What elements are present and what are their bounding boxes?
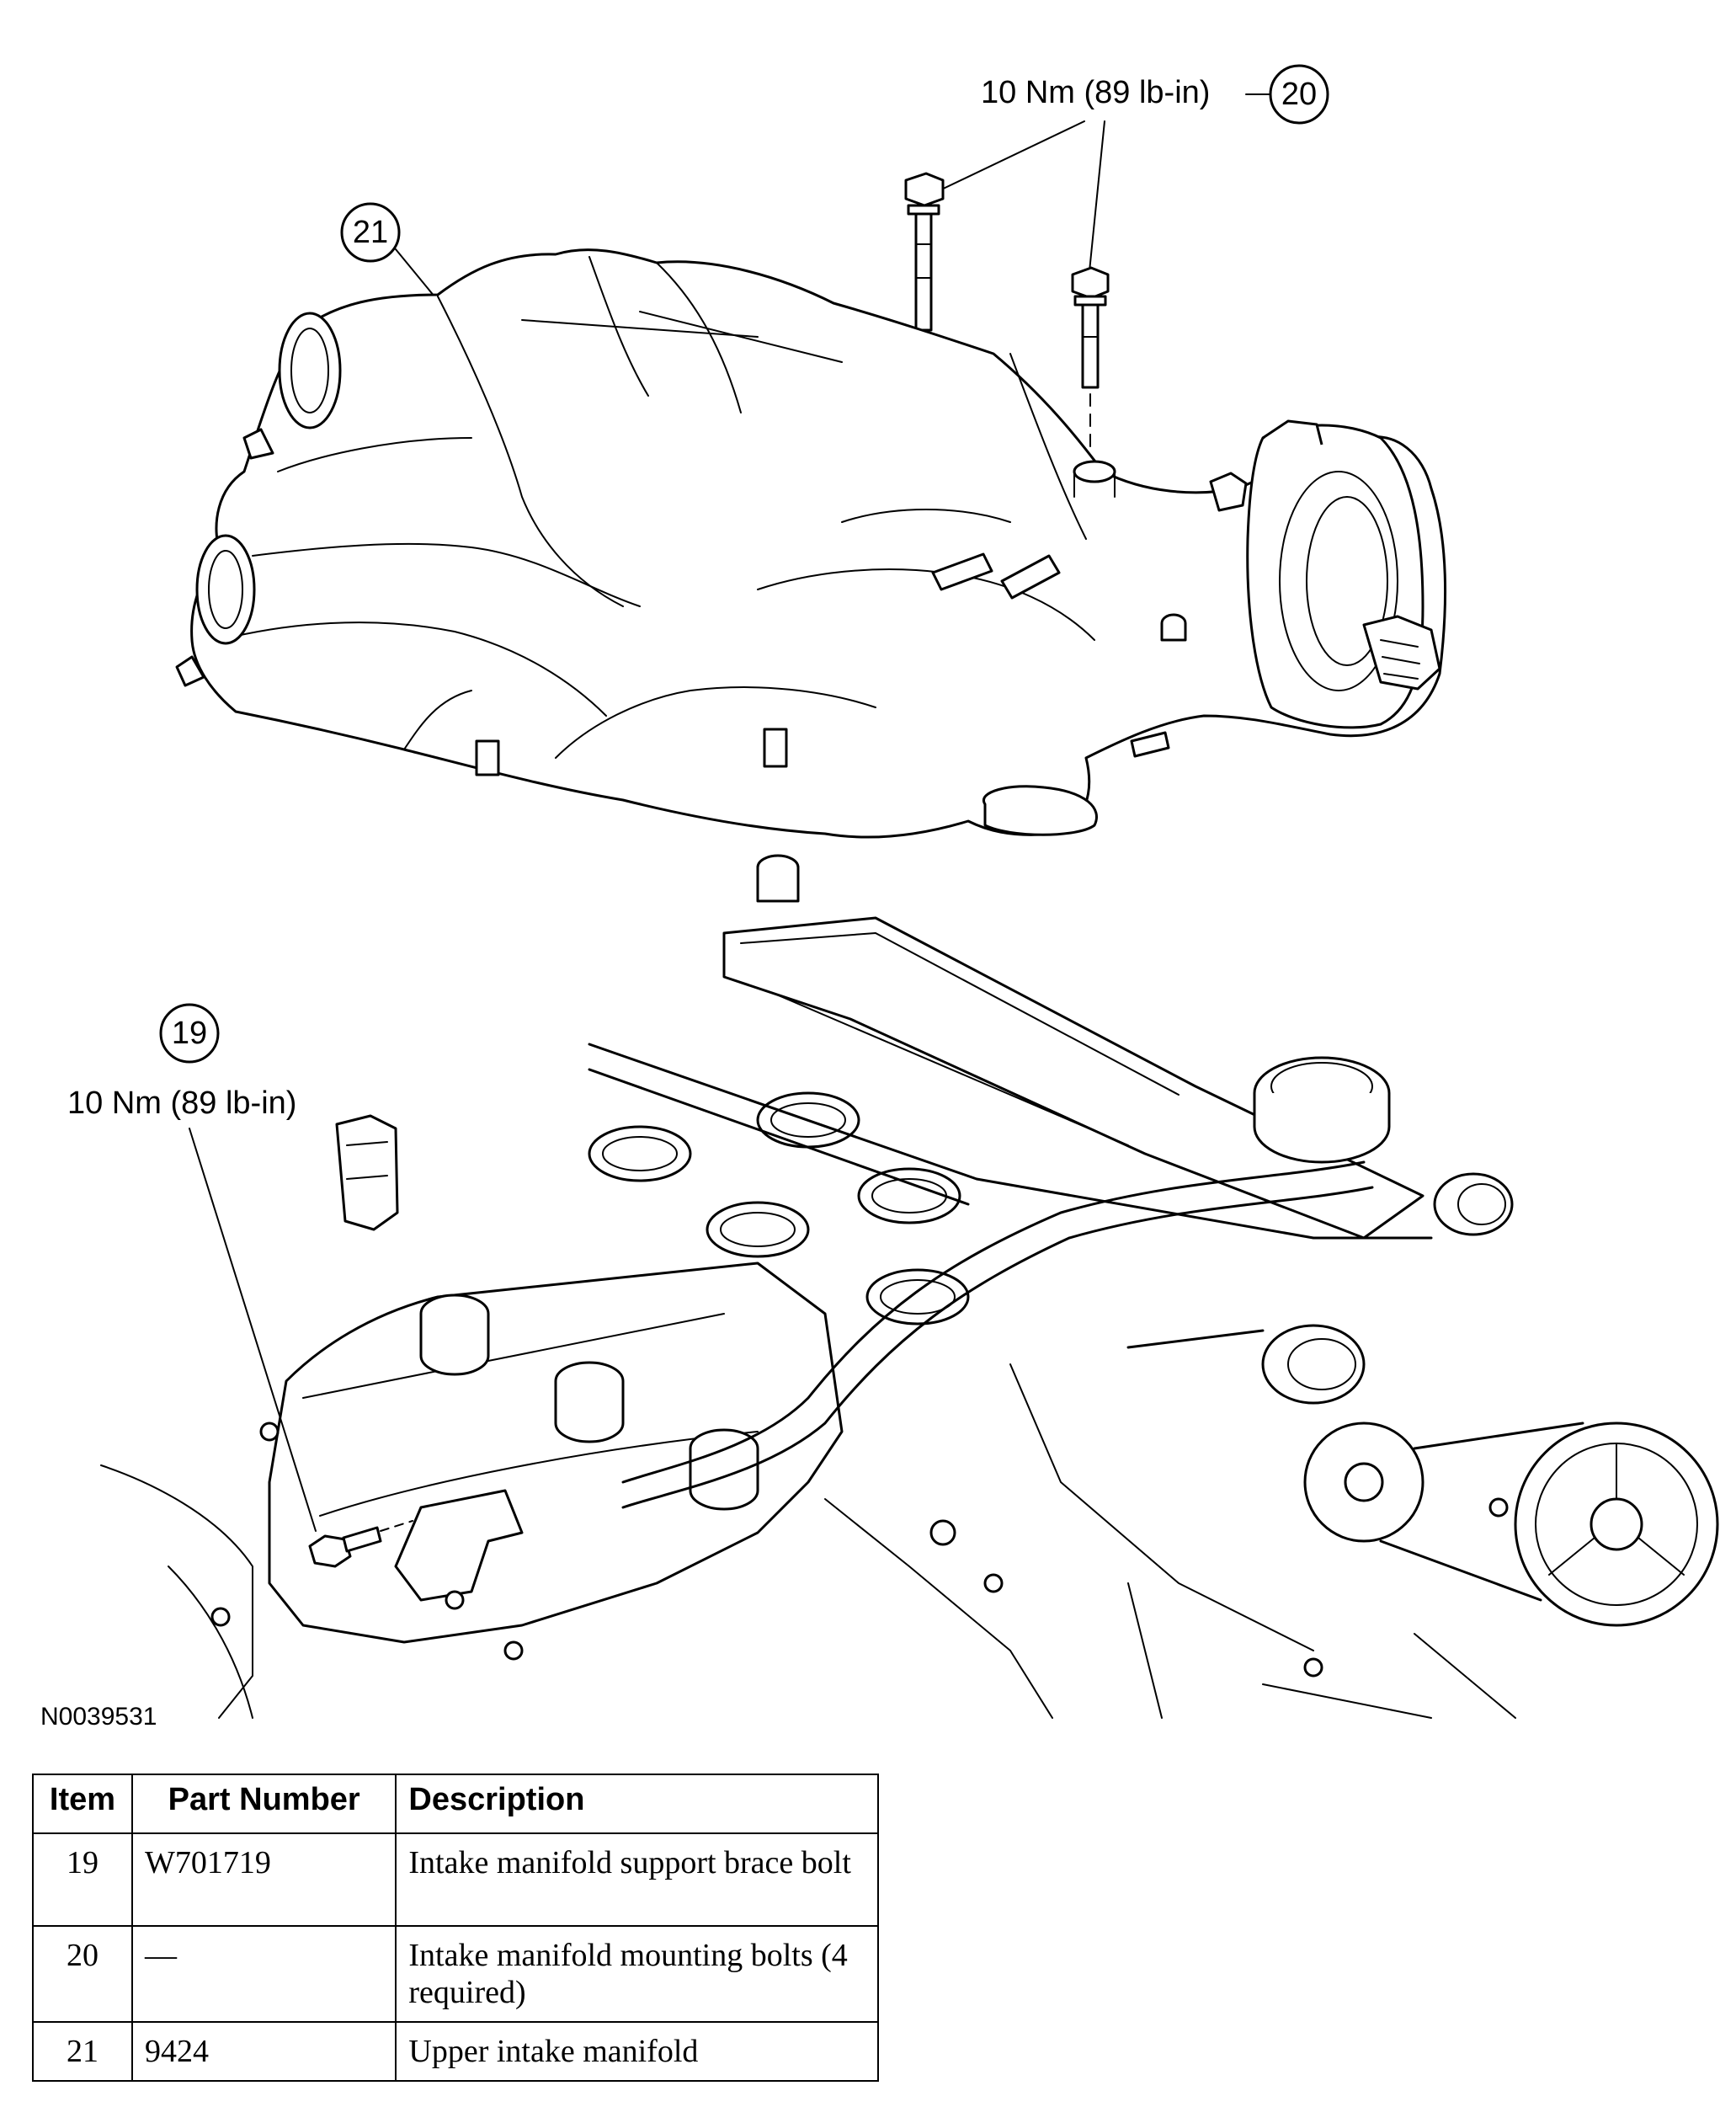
callout-20-torque: 10 Nm (89 lb-in) (981, 75, 1210, 110)
callout-20-leader-a (935, 120, 1085, 193)
header-item: Item (32, 1774, 133, 1834)
callout-19-number: 19 (172, 1016, 207, 1051)
mounting-bolt-right (1071, 266, 1110, 460)
callout-20: 10 Nm (89 lb-in) 20 (935, 64, 1329, 280)
row-part-number: — (130, 1925, 397, 2023)
table-row: 21 9424 Upper intake manifold (32, 2021, 879, 2082)
callout-21-number: 21 (353, 215, 388, 250)
row-item: 20 (32, 1925, 133, 2023)
table-row: 19 W701719 Intake manifold support brace… (32, 1832, 879, 1927)
engine-block (100, 854, 1719, 1719)
callout-19-torque: 10 Nm (89 lb-in) (67, 1086, 296, 1121)
callout-21: 21 (340, 202, 435, 297)
table-row: 20 — Intake manifold mounting bolts (4 r… (32, 1925, 879, 2023)
callout-21-circle (340, 202, 401, 263)
callout-19-circle (159, 1003, 220, 1064)
callout-20-leader-b (1088, 120, 1105, 280)
header-part-number: Part Number (130, 1774, 397, 1834)
mounting-bolt-left (904, 172, 945, 332)
header-description: Description (395, 1774, 879, 1834)
callout-19: 19 10 Nm (89 lb-in) (67, 1003, 317, 1532)
row-description: Upper intake manifold (395, 2021, 879, 2082)
callout-21-leader (395, 248, 435, 297)
row-description: Intake manifold support brace bolt (395, 1832, 879, 1927)
callout-20-number: 20 (1281, 77, 1317, 112)
row-description: Intake manifold mounting bolts (4 requir… (395, 1925, 879, 2023)
parts-table: Item Part Number Description 19 W701719 … (32, 1774, 879, 2082)
row-part-number: W701719 (130, 1832, 397, 1927)
support-brace-bolt (308, 1520, 413, 1568)
figure-id: N0039531 (40, 1703, 157, 1731)
row-item: 21 (32, 2021, 133, 2082)
upper-intake-manifold (175, 248, 1447, 839)
callout-19-leader (189, 1128, 317, 1532)
row-part-number: 9424 (130, 2021, 397, 2082)
row-item: 19 (32, 1832, 133, 1927)
callout-20-circle (1269, 64, 1329, 125)
table-header-row: Item Part Number Description (32, 1774, 879, 1834)
throttle-body (1209, 419, 1441, 729)
